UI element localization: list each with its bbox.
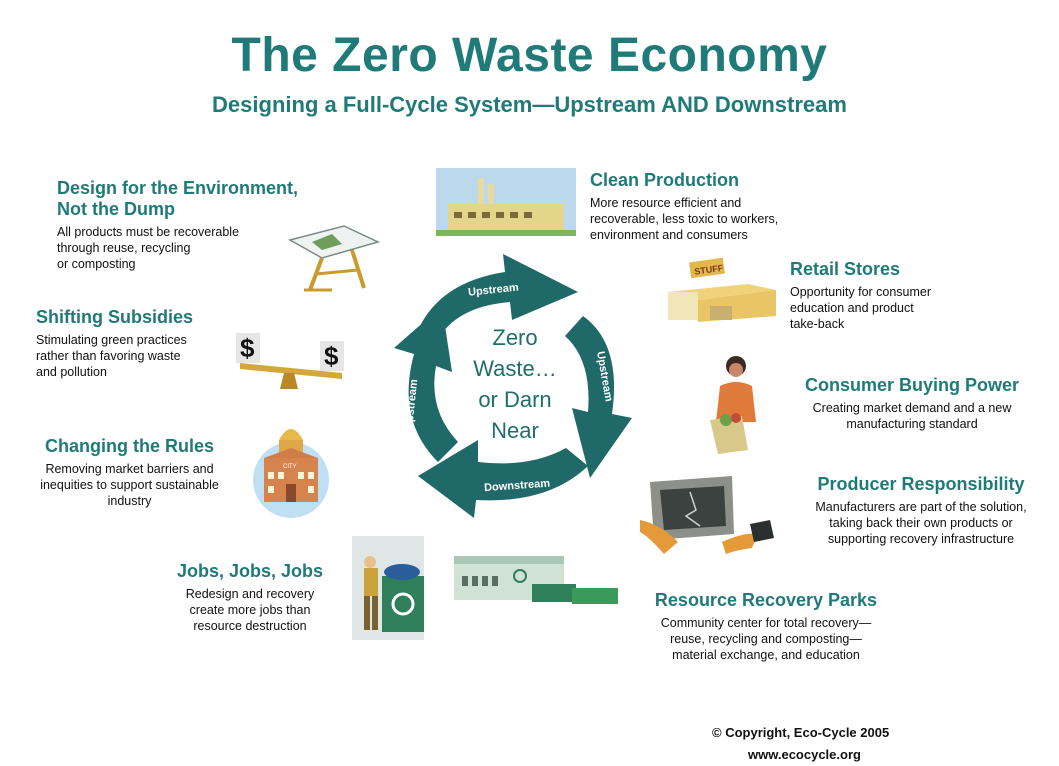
arrow-label-left: Upstream xyxy=(403,378,420,430)
item-design: Design for the Environment,Not the Dump … xyxy=(57,178,357,272)
item-text: supporting recovery infrastructure xyxy=(827,532,1015,546)
item-clean: Clean Production More resource efficient… xyxy=(590,170,840,243)
item-text: recoverable, less toxic to workers, xyxy=(590,212,779,226)
item-subsidies: Shifting Subsidies Stimulating green pra… xyxy=(36,307,256,380)
item-rules: Changing the Rules Removing market barri… xyxy=(22,436,237,509)
item-title: Shifting Subsidies xyxy=(36,307,194,327)
recycling-worker-icon xyxy=(352,536,424,640)
item-title: Not the Dump xyxy=(57,199,175,219)
item-text: Opportunity for consumer xyxy=(790,285,932,299)
item-text: All products must be recoverable xyxy=(57,225,240,239)
item-text: Manufacturers are part of the solution, xyxy=(815,500,1027,514)
item-text: and pollution xyxy=(36,365,107,379)
svg-text:$: $ xyxy=(324,341,339,371)
store-sign: STUFF xyxy=(694,263,725,277)
item-text: Redesign and recovery xyxy=(185,587,315,601)
svg-text:$: $ xyxy=(240,333,255,363)
city-hall-sign: CITY xyxy=(283,464,297,470)
shopper-icon xyxy=(710,356,756,454)
item-parks: Resource Recovery Parks Community center… xyxy=(632,590,900,663)
store-icon: STUFF xyxy=(668,257,776,322)
page-subtitle: Designing a Full-Cycle System—Upstream A… xyxy=(212,92,847,117)
item-title: Clean Production xyxy=(590,170,740,190)
hub-line: Zero xyxy=(492,325,538,350)
item-title: Consumer Buying Power xyxy=(804,375,1020,395)
drafting-table-icon xyxy=(288,225,381,292)
item-text: material exchange, and education xyxy=(672,648,860,662)
hub-line: Near xyxy=(491,418,539,443)
item-text: through reuse, recycling xyxy=(57,241,191,255)
item-text: or composting xyxy=(57,257,136,271)
arrow-top xyxy=(418,254,578,336)
website-url[interactable]: www.ecocycle.org xyxy=(748,747,861,762)
cycle-hub: Zero Waste… or Darn Near xyxy=(440,322,590,446)
item-text: resource destruction xyxy=(193,619,307,633)
item-consumer: Consumer Buying Power Creating market de… xyxy=(782,375,1042,432)
item-retail: Retail Stores Opportunity for consumer ed… xyxy=(790,259,990,332)
footer: © Copyright, Eco-Cycle 2005 www.ecocycle… xyxy=(712,722,889,766)
recovery-park-icon xyxy=(454,556,618,604)
city-hall-icon: CITY xyxy=(253,429,329,518)
item-producer: Producer Responsibility Manufacturers ar… xyxy=(790,474,1052,547)
item-text: rather than favoring waste xyxy=(36,349,181,363)
arrow-left xyxy=(394,306,458,462)
arrow-right xyxy=(565,316,632,478)
item-title: Jobs, Jobs, Jobs xyxy=(176,561,324,581)
item-text: inequities to support sustainable xyxy=(40,478,219,492)
item-title: Resource Recovery Parks xyxy=(654,590,878,610)
copyright: © Copyright, Eco-Cycle 2005 xyxy=(712,725,890,740)
item-text: reuse, recycling and composting— xyxy=(670,632,862,646)
item-text: take-back xyxy=(790,317,845,331)
item-text: Community center for total recovery— xyxy=(660,616,872,630)
item-text: manufacturing standard xyxy=(846,417,978,431)
item-text: Removing market barriers and xyxy=(45,462,214,476)
item-text: education and product xyxy=(790,301,914,315)
item-jobs: Jobs, Jobs, Jobs Redesign and recovery cr… xyxy=(160,561,340,634)
arrow-bottom xyxy=(418,440,588,518)
arrow-label-bottom: Downstream xyxy=(484,478,551,495)
item-text: create more jobs than xyxy=(189,603,311,617)
item-text: Creating market demand and a new xyxy=(812,401,1012,415)
item-title: Design for the Environment, xyxy=(57,178,299,198)
scale-icon: $ $ xyxy=(236,333,344,389)
arrow-label-top: Upstream xyxy=(468,282,520,299)
item-title: Retail Stores xyxy=(790,259,901,279)
item-text: taking back their own products or xyxy=(829,516,1013,530)
item-text: environment and consumers xyxy=(590,228,748,242)
item-title: Producer Responsibility xyxy=(817,474,1025,494)
item-text: More resource efficient and xyxy=(590,196,742,210)
item-title: Changing the Rules xyxy=(44,436,214,456)
page-title: The Zero Waste Economy xyxy=(231,29,828,82)
item-text: Stimulating green practices xyxy=(36,333,187,347)
broken-monitor-icon xyxy=(640,476,774,554)
hub-line: or Darn xyxy=(478,387,552,412)
factory-icon xyxy=(436,168,576,236)
item-text: industry xyxy=(107,494,152,508)
hub-line: Waste… xyxy=(473,356,557,381)
